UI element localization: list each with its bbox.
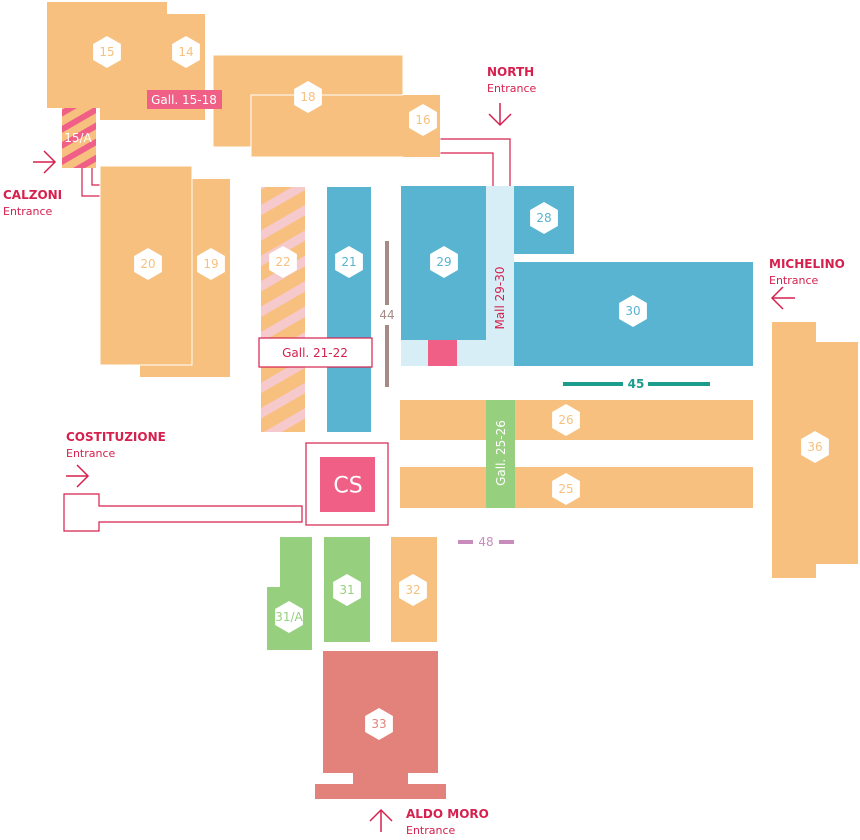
hall-number-h19: 19 xyxy=(203,257,218,271)
hall-number-h21: 21 xyxy=(341,255,356,269)
hall-number-h31: 31 xyxy=(339,583,354,597)
connector-lines xyxy=(81,138,511,197)
hexagon-badge-h19 xyxy=(197,248,225,280)
entrance-north[interactable]: NORTH Entrance xyxy=(487,65,537,127)
gallery-21-22-label: Gall. 21-22 xyxy=(282,346,348,360)
hexagon-badge-h26 xyxy=(552,404,580,436)
entrance-aldo-moro-name: ALDO MORO xyxy=(406,807,489,821)
entrance-aldo-moro-sub: Entrance xyxy=(406,824,456,837)
hexagon-badge-h20 xyxy=(134,248,162,280)
entrance-aldo-moro[interactable]: ALDO MORO Entrance xyxy=(369,807,489,837)
hall-15a[interactable] xyxy=(62,108,96,168)
hexagon-badge-h29 xyxy=(430,246,458,278)
hexagon-badge-h31 xyxy=(333,574,361,606)
hexagon-badge-h36 xyxy=(801,431,829,463)
corridor-45-line-right xyxy=(648,382,710,386)
hexagon-badge-h30 xyxy=(619,295,647,327)
mall-29-30-label: Mall 29-30 xyxy=(493,266,507,329)
corridor-44-line-bottom xyxy=(385,325,389,387)
gallery-21-22-label-box[interactable] xyxy=(258,337,373,368)
entrance-north-sub: Entrance xyxy=(487,82,537,95)
hexagon-badge-h32 xyxy=(399,574,427,606)
hexagon-badge-h21 xyxy=(335,246,363,278)
hall-number-h15a: 15/A xyxy=(64,131,92,145)
hall-number-h18: 18 xyxy=(300,90,315,104)
gallery-25-26[interactable] xyxy=(486,400,515,508)
hexagon-badge-h22 xyxy=(269,246,297,278)
entrance-michelino-name: MICHELINO xyxy=(769,257,845,271)
hall-number-h15: 15 xyxy=(99,45,114,59)
corridor-44-line-top xyxy=(385,241,389,305)
arrow-right-icon xyxy=(66,464,90,488)
gallery-25-26-label: Gall. 25-26 xyxy=(494,420,508,486)
gallery-15-18-badge[interactable] xyxy=(147,90,222,109)
hall-number-h30: 30 xyxy=(625,304,640,318)
entrance-costituzione-name: COSTITUZIONE xyxy=(66,430,166,444)
entrance-costituzione-sub: Entrance xyxy=(66,447,116,460)
hall-number-h22: 22 xyxy=(275,255,290,269)
corridor-45-label: 45 xyxy=(628,377,645,391)
hexagon-badge-h15 xyxy=(93,36,121,68)
entrance-north-name: NORTH xyxy=(487,65,534,79)
hall-number-h20: 20 xyxy=(140,257,155,271)
hexagon-badge-h28 xyxy=(530,202,558,234)
hall-number-h16: 16 xyxy=(415,113,430,127)
entrance-calzoni-sub: Entrance xyxy=(3,205,53,218)
entrance-costituzione[interactable]: COSTITUZIONE Entrance xyxy=(66,430,166,488)
gallery-15-18-label: Gall. 15-18 xyxy=(151,93,217,107)
hexagon-badge-h25 xyxy=(552,473,580,505)
corridor-45-line-left xyxy=(563,382,623,386)
entrance-michelino-sub: Entrance xyxy=(769,274,819,287)
hall-number-h36: 36 xyxy=(807,440,822,454)
arrow-down-icon xyxy=(488,103,512,127)
costituzione-corridor xyxy=(63,493,303,532)
hexagon-badge-h18 xyxy=(294,81,322,113)
hall-21[interactable] xyxy=(327,187,371,432)
hall-22[interactable] xyxy=(261,187,305,432)
cs-label: CS xyxy=(333,474,362,499)
arrow-left-icon xyxy=(770,286,795,310)
hall-number-h29: 29 xyxy=(436,255,451,269)
hexagon-badge-h16 xyxy=(409,104,437,136)
hall-31a[interactable] xyxy=(267,537,312,650)
hall-number-h26: 26 xyxy=(558,413,573,427)
entrance-calzoni[interactable]: CALZONI Entrance xyxy=(3,150,62,218)
hexagon-badge-h14 xyxy=(172,36,200,68)
hall-number-h25: 25 xyxy=(558,482,573,496)
hall-number-h28: 28 xyxy=(536,211,551,225)
hall-number-h33: 33 xyxy=(371,717,386,731)
arrow-right-icon xyxy=(33,150,57,174)
gallery-labels: Gall. 15-18 Gall. 21-22 Mall 29-30 Gall.… xyxy=(151,93,644,549)
corridor-48-line-right xyxy=(499,540,514,544)
hall-number-h14: 14 xyxy=(178,45,193,59)
pink-marker xyxy=(428,340,457,366)
corridor-48-line-left xyxy=(458,540,473,544)
corridor-44-label: 44 xyxy=(379,308,394,322)
hall-number-h32: 32 xyxy=(405,583,420,597)
entrance-calzoni-name: CALZONI xyxy=(3,188,62,202)
hall-number-h31a: 31/A xyxy=(275,610,303,624)
hall-number-badges: 15 14 18 16 15/A 20 19 22 21 29 28 30 36 26 25 31 31/A 32… xyxy=(64,36,829,740)
arrow-up-icon xyxy=(369,808,393,832)
entrance-michelino[interactable]: MICHELINO Entrance xyxy=(769,257,845,310)
corridor-48-label: 48 xyxy=(478,535,493,549)
cs-block[interactable] xyxy=(320,457,375,512)
hexagon-badge-h33 xyxy=(365,708,393,740)
hexagon-badge-h31a xyxy=(275,601,303,633)
